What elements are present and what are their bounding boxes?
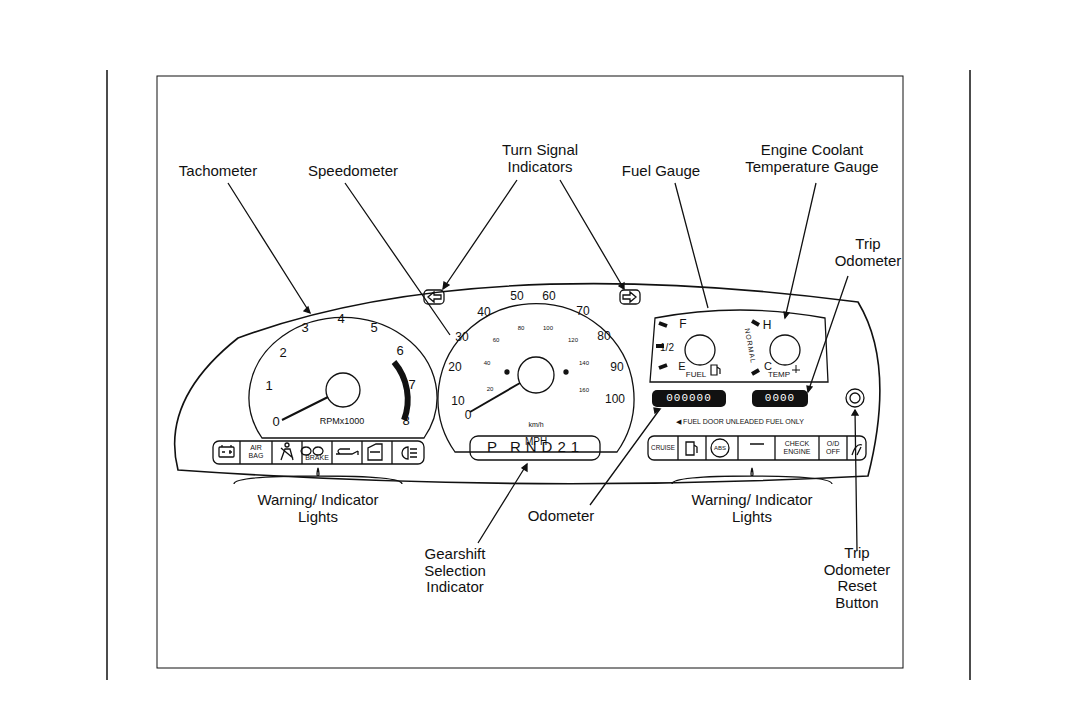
gauge-text: 20 [448,361,461,374]
gauge-text: 70 [576,305,589,318]
gauge-text: 0000 [765,392,795,404]
gauge-text: km/h [528,421,543,429]
callout-label: Gearshift Selection Indicator [410,546,500,596]
gauge-text: 7 [408,378,415,392]
warning-light: O/D OFF [820,437,846,459]
gauge-text: RND21 [510,439,584,456]
trip-odometer: 0000 [752,390,808,407]
callout-label: Trip Odometer [828,236,908,269]
gauge-text: 100 [543,325,553,332]
gauge-text: CHECK ENGINE [777,440,817,455]
gearshift-indicator: P RND21 [471,437,599,459]
fuel-gauge: F 1/2EFUEL [650,308,738,382]
gauge-text: H [763,319,772,332]
gauge-text: 30 [455,331,468,344]
gauge-text: BRAKE [305,454,329,462]
panel-note: ◀ FUEL DOOR UNLEADED FUEL ONLY [676,418,804,426]
callout-label: Trip Odometer Reset Button [817,545,897,611]
gauge-text: 160 [579,387,589,394]
callout-label: Fuel Gauge [622,163,700,180]
gauge-text: 60 [542,290,555,303]
callout-label: Tachometer [179,163,257,180]
temperature-gauge: HCNORMALTEMP [738,308,828,382]
gauge-text: 6 [396,344,403,358]
gauge-text: 20 [487,386,494,393]
gauge-text: 2 [279,346,286,360]
gauge-text: NORMAL [743,328,757,365]
warning-light: CRUISE [649,437,677,459]
gauge-text: 100 [605,393,625,406]
gauge-text: 120 [568,337,578,344]
gauge-text: 50 [510,290,523,303]
gauge-text: F [679,318,686,331]
warning-light: CHECK ENGINE [776,437,818,459]
callout-label: Speedometer [308,163,398,180]
callout-label: Warning/ Indicator Lights [687,492,817,525]
callout-label: Warning/ Indicator Lights [253,492,383,525]
gauge-text: 80 [518,325,525,332]
gauge-text: O/D OFF [821,440,845,455]
speedometer-face: 0102030405060708090100km/hMPH20406080100… [436,278,636,460]
gauge-text: 10 [451,395,464,408]
gauge-text: 3 [301,321,308,335]
callout-label: Odometer [528,508,595,525]
gauge-text: E [678,360,685,372]
gauge-text: 0 [465,409,472,422]
warning-light: AIR BAG [241,442,271,463]
gauge-text: RPMx1000 [320,417,365,427]
gauge-text: 5 [370,321,377,335]
gauge-text: 90 [610,361,623,374]
gauge-text: 60 [493,337,500,344]
gauge-text: 40 [484,360,491,367]
gauge-text: P [487,439,497,456]
odometer: 000000 [652,390,726,407]
warning-light: BRAKE [303,442,331,463]
callout-label: Turn Signal Indicators [485,142,595,175]
gauge-text: ABS [714,445,726,452]
gauge-text: TEMP [768,371,790,380]
gauge-text: FUEL [686,371,706,380]
gauge-text: AIR BAG [244,444,268,459]
callout-label: Engine Coolant Temperature Gauge [725,142,900,175]
gauge-text: 000000 [666,392,712,404]
gauge-text: 140 [579,360,589,367]
gauge-text: 80 [597,330,610,343]
gauge-text: 4 [337,312,344,326]
tachometer-face: 0 1 2 3 4 5 6 7 8 RPMx1000 [248,300,438,445]
gauge-text: 8 [402,414,409,428]
gauge-text: 40 [477,306,490,319]
gauge-text: 1 [265,379,272,393]
warning-light: ABS [708,437,732,459]
gauge-text: 0 [272,415,279,429]
gauge-text: 1/2 [660,342,674,353]
gauge-text: CRUISE [651,445,675,452]
